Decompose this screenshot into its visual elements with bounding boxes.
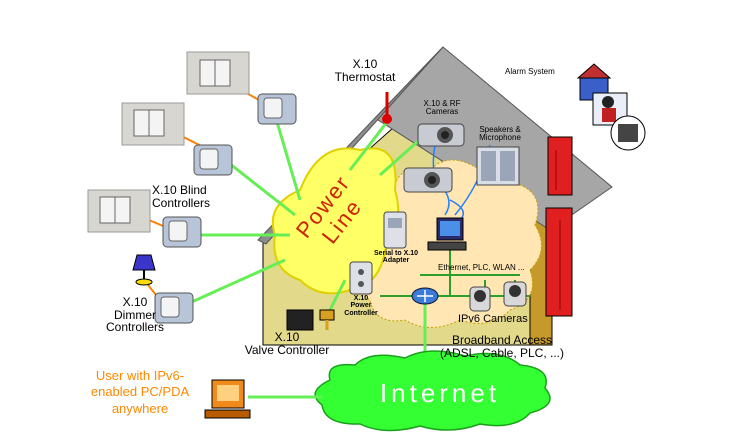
room-photo-3 bbox=[87, 189, 151, 233]
power-ctrl-label-line2: Power bbox=[350, 302, 372, 310]
power-ctrl-label-line3: Controller bbox=[344, 309, 378, 317]
x10-module-4 bbox=[154, 292, 194, 324]
broadband-label-line2: (ADSL, Cable, PLC, ...) bbox=[439, 345, 565, 360]
thermostat-label: X.10 Thermostat bbox=[322, 58, 408, 83]
x10-module-3 bbox=[162, 216, 202, 248]
rf-cameras-label: X.10 & RF Cameras bbox=[412, 99, 472, 117]
thermostat-icon bbox=[382, 92, 392, 124]
valve-controller-icon bbox=[286, 309, 335, 331]
serial-label-line2: Adapter bbox=[382, 257, 410, 265]
power-controller-label: X.10 Power Controller bbox=[340, 295, 382, 317]
speakers-label-line1: Speakers & bbox=[479, 125, 521, 134]
thermostat-label-line2: Thermostat bbox=[334, 69, 396, 84]
valve-label-line2: Valve Controller bbox=[244, 342, 330, 357]
ipv6-cameras-label: IPv6 Cameras bbox=[458, 313, 528, 325]
broadband-label-line1: Broadband Access bbox=[451, 333, 553, 347]
ipv6-camera-2 bbox=[503, 281, 527, 307]
rf-camera-1 bbox=[417, 123, 465, 147]
power-ctrl-label-line1: X.10 bbox=[353, 295, 369, 302]
user-label: User with IPv6- enabled PC/PDA anywhere bbox=[72, 368, 208, 417]
dimmer-label-line1: X.10 bbox=[122, 295, 148, 309]
x10-module-2 bbox=[193, 144, 233, 176]
dimmer-label-line2: Dimmer bbox=[114, 307, 156, 322]
serial-label-line1: Serial to X.10 bbox=[374, 250, 418, 257]
dimmer-controllers-label: X.10 Dimmer Controllers bbox=[98, 296, 172, 334]
lan-bus-label: Ethernet, PLC, WLAN ... bbox=[438, 263, 525, 272]
speakers-label: Speakers & Microphone bbox=[470, 125, 530, 143]
room-photo-1 bbox=[186, 51, 250, 95]
valve-controller-label: X.10 Valve Controller bbox=[232, 331, 342, 356]
lamp-icon bbox=[132, 254, 156, 286]
x10-module-1 bbox=[257, 93, 297, 125]
serial-adapter-icon bbox=[383, 211, 407, 249]
alarm-bell-icon bbox=[610, 115, 646, 151]
thermostat-label-line1: X.10 bbox=[352, 57, 378, 71]
user-pc-icon bbox=[204, 379, 251, 419]
blind-label-line1: X.10 Blind bbox=[152, 183, 207, 197]
room-photo-2 bbox=[121, 102, 185, 146]
rf-cameras-label-line2: Cameras bbox=[425, 107, 459, 117]
alarm-system-label: Alarm System bbox=[505, 67, 555, 76]
router-icon bbox=[411, 287, 439, 305]
dimmer-label-line3: Controllers bbox=[105, 320, 165, 335]
chimney-lower bbox=[545, 207, 573, 317]
user-label-line3: anywhere bbox=[111, 400, 169, 416]
blind-controllers-label: X.10 Blind Controllers bbox=[152, 184, 232, 209]
broadband-label: Broadband Access (ADSL, Cable, PLC, ...) bbox=[422, 334, 582, 359]
blind-label-line2: Controllers bbox=[152, 195, 211, 210]
valve-label-line1: X.10 bbox=[274, 330, 300, 344]
internet-cloud bbox=[314, 350, 551, 432]
rf-camera-2 bbox=[403, 167, 453, 193]
user-label-line1: User with IPv6- bbox=[95, 368, 185, 383]
speakers-label-line2: Microphone bbox=[479, 133, 521, 143]
serial-adapter-label: Serial to X.10 Adapter bbox=[370, 250, 422, 265]
rf-cameras-label-line1: X.10 & RF bbox=[423, 99, 461, 108]
power-controller-icon bbox=[349, 261, 373, 295]
home-pc-icon bbox=[427, 217, 467, 251]
chimney bbox=[547, 136, 573, 196]
user-label-line2: enabled PC/PDA bbox=[90, 384, 190, 400]
internet-label: Internet bbox=[379, 378, 501, 408]
speakers-icon bbox=[476, 146, 520, 186]
ipv6-camera-1 bbox=[469, 286, 491, 312]
power-line-blob bbox=[271, 147, 400, 295]
